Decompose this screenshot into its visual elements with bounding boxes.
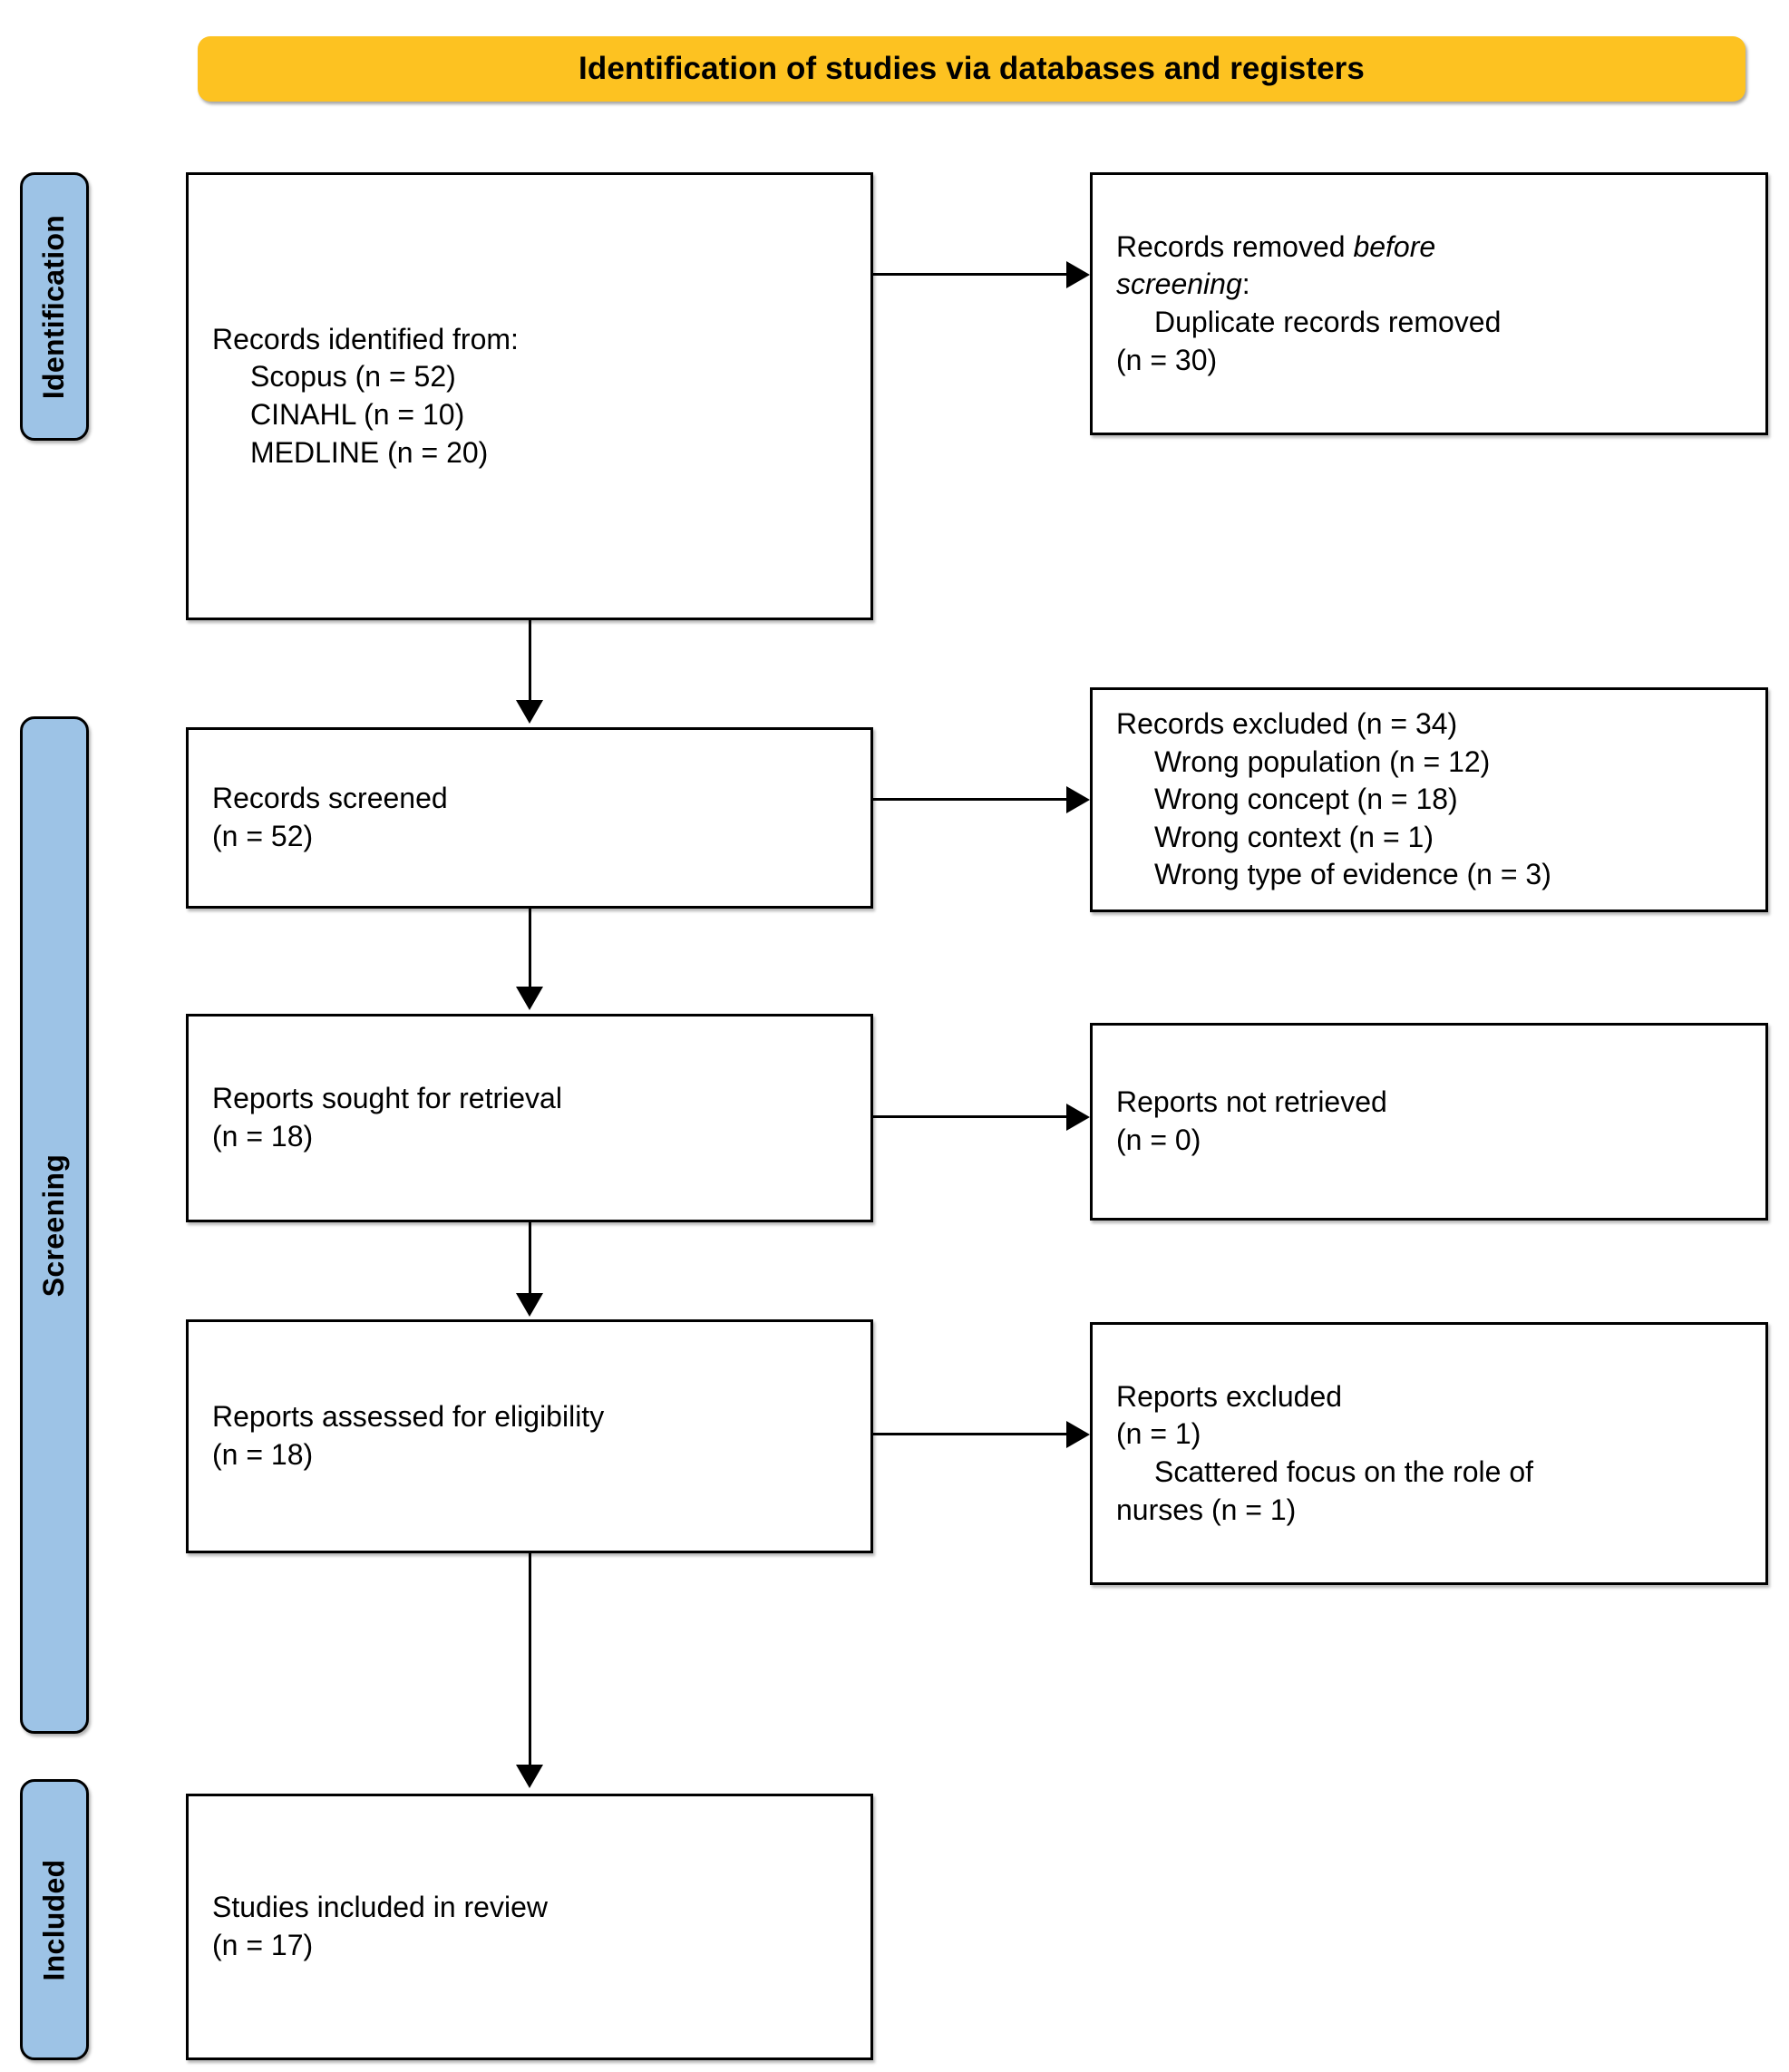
box-reports-not-retrieved: Reports not retrieved (n = 0) [1090, 1023, 1768, 1221]
stage-tab-included-label: Included [37, 1859, 71, 1980]
box-reports-assessed-for-eligibility: Reports assessed for eligibility (n = 18… [186, 1319, 873, 1553]
box-line: (n = 52) [212, 820, 314, 852]
box-records-screened: Records screened (n = 52) [186, 727, 873, 909]
box-line: nurses (n = 1) [1116, 1493, 1297, 1526]
box-line: Wrong population (n = 12) [1154, 744, 1491, 778]
arrow-right-icon [1066, 786, 1090, 813]
box-line: CINAHL (n = 10) [250, 398, 465, 431]
arrow-down-icon [516, 700, 543, 724]
removed-plain-1: Records removed [1116, 229, 1354, 263]
arrow-right-icon [1066, 1421, 1090, 1448]
stage-tab-screening: Screening [20, 716, 89, 1734]
box-line: Records removed before [1116, 229, 1742, 267]
box-line: (n = 0) [1116, 1124, 1201, 1156]
box-line: Reports not retrieved [1116, 1085, 1387, 1119]
connector-assessed-to-included [529, 1553, 531, 1771]
box-studies-included-in-review: Studies included in review (n = 17) [186, 1794, 873, 2060]
removed-plain-2: : [1241, 268, 1250, 301]
box-records-excluded: Records excluded (n = 34) Wrong populati… [1090, 687, 1768, 912]
connector-screened-to-excluded [873, 798, 1068, 801]
box-line: Records screened [212, 782, 448, 815]
box-line: screening: [1116, 266, 1742, 304]
box-line: Studies included in review [212, 1891, 548, 1924]
box-line: (n = 18) [212, 1120, 314, 1153]
box-line: (n = 1) [1116, 1417, 1201, 1451]
arrow-down-icon [516, 987, 543, 1010]
connector-sought-to-not-retrieved [873, 1115, 1068, 1118]
box-line: MEDLINE (n = 20) [250, 435, 489, 469]
box-line: Wrong type of evidence (n = 3) [1154, 858, 1551, 891]
connector-assessed-to-excluded-reports [873, 1433, 1068, 1435]
connector-identified-to-removed [873, 273, 1068, 276]
box-records-identified: Records identified from: Scopus (n = 52)… [186, 172, 873, 620]
box-line: Reports excluded [1116, 1379, 1343, 1413]
arrow-right-icon [1066, 261, 1090, 288]
removed-italic-2: screening [1116, 268, 1242, 301]
arrow-right-icon [1066, 1104, 1090, 1131]
box-line: Reports sought for retrieval [212, 1082, 562, 1115]
box-line: (n = 18) [212, 1438, 314, 1471]
removed-italic-1: before [1353, 229, 1436, 263]
box-line: (n = 30) [1116, 343, 1218, 376]
box-line: (n = 17) [212, 1929, 314, 1961]
box-line: Scopus (n = 52) [250, 360, 456, 394]
stage-tab-screening-label: Screening [37, 1153, 71, 1297]
box-line: Scattered focus on the role of [1154, 1455, 1534, 1488]
connector-sought-to-assessed [529, 1222, 531, 1299]
box-records-removed-before-screening: Records removed before screening: Duplic… [1090, 172, 1768, 435]
box-reports-excluded: Reports excluded (n = 1) Scattered focus… [1090, 1322, 1768, 1585]
box-line: Duplicate records removed [1154, 306, 1502, 338]
diagram-title: Identification of studies via databases … [579, 50, 1365, 86]
box-line: Records identified from: [212, 322, 519, 355]
box-reports-sought-for-retrieval: Reports sought for retrieval (n = 18) [186, 1014, 873, 1222]
stage-tab-identification-label: Identification [37, 214, 71, 399]
arrow-down-icon [516, 1765, 543, 1788]
box-line: Wrong context (n = 1) [1154, 820, 1434, 853]
diagram-header-banner: Identification of studies via databases … [198, 36, 1745, 102]
connector-identified-to-screened [529, 620, 531, 707]
box-line: Wrong concept (n = 18) [1154, 783, 1458, 816]
stage-tab-identification: Identification [20, 172, 89, 441]
arrow-down-icon [516, 1293, 543, 1317]
connector-screened-to-sought [529, 909, 531, 994]
stage-tab-included: Included [20, 1779, 89, 2060]
box-line: Reports assessed for eligibility [212, 1400, 605, 1434]
box-line: Records excluded (n = 34) [1116, 707, 1458, 741]
